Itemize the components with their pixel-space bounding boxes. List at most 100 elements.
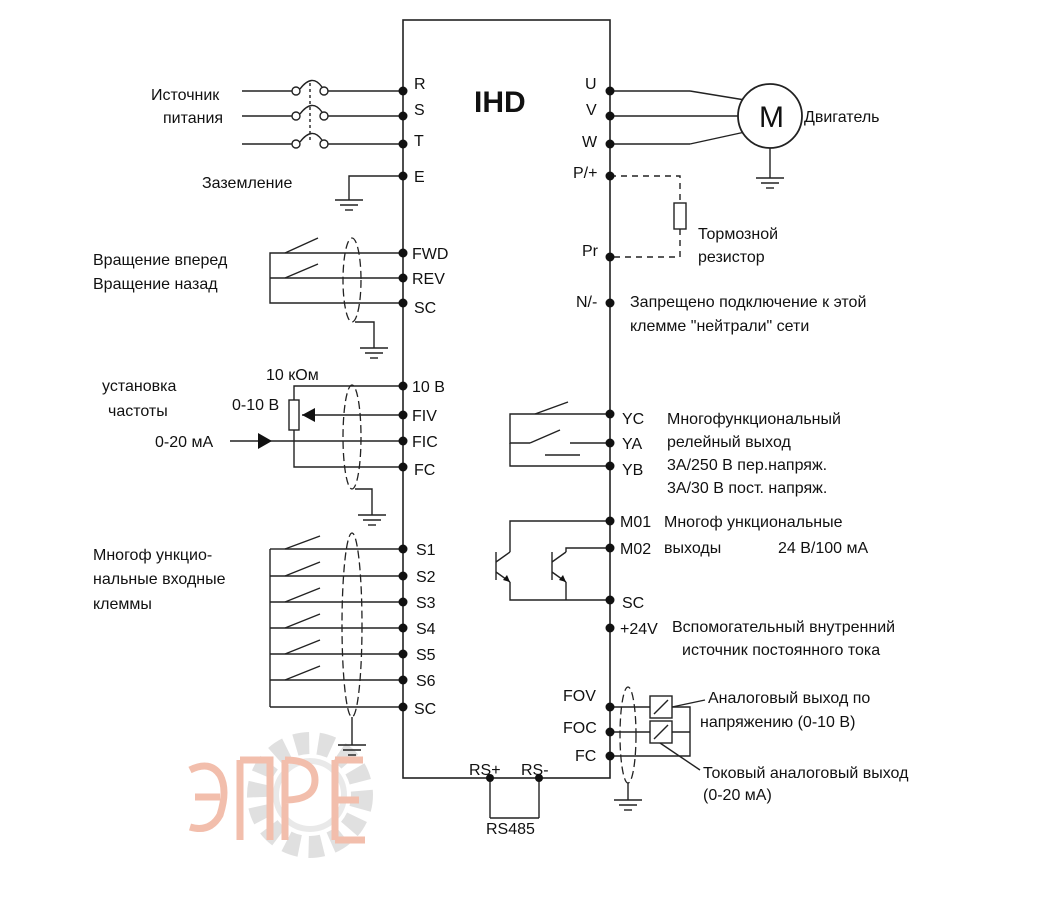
terminal-sc-2: SC	[414, 701, 436, 718]
label-motor: Двигатель	[804, 109, 880, 126]
power-input-group	[242, 79, 403, 149]
wiper-arrow	[302, 408, 315, 422]
label-aoc-1: Токовый аналоговый выход	[703, 765, 909, 782]
label-pot-r: 10 кОм	[266, 367, 319, 384]
switch-s6	[270, 665, 403, 681]
potentiometer	[288, 399, 300, 431]
terminal-s4: S4	[416, 621, 436, 638]
terminal-s6: S6	[416, 673, 436, 690]
terminal-fwd: FWD	[412, 246, 448, 263]
label-relay-3: 3A/250 В пер.напряж.	[667, 457, 827, 474]
relay-output-group	[509, 401, 610, 467]
brake-resistor-group	[610, 175, 687, 258]
fwd-rev-group	[269, 237, 403, 359]
terminal-fiv: FIV	[412, 408, 437, 425]
label-rs485: RS485	[486, 821, 535, 838]
terminal-e: E	[414, 169, 425, 186]
terminal-p: P/+	[573, 165, 597, 182]
terminal-foc: FOC	[563, 720, 597, 737]
watermark-logo	[188, 732, 373, 858]
terminal-n: N/-	[576, 294, 597, 311]
terminal-rev: REV	[412, 271, 445, 288]
label-freq-2: частоты	[108, 403, 168, 420]
switch-s5	[270, 639, 403, 655]
terminal-v: V	[586, 102, 597, 119]
watermark-letters	[188, 756, 365, 844]
terminal-yc: YC	[622, 411, 644, 428]
motor-letter: M	[759, 101, 784, 134]
terminal-fov: FOV	[563, 688, 596, 705]
digital-inputs-group	[269, 532, 403, 756]
label-inputs-2: нальные входные	[93, 571, 226, 588]
drive-body	[402, 19, 611, 779]
terminal-t: T	[414, 133, 424, 150]
label-aux-2: источник постоянного тока	[682, 642, 880, 659]
terminal-m02: M02	[620, 541, 651, 558]
terminal-sc-3: SC	[622, 595, 644, 612]
label-power-1: Источник	[151, 87, 220, 104]
label-inputs-1: Многоф ункцио-	[93, 547, 212, 564]
switch-s4	[270, 613, 403, 629]
label-mo-2: выходы	[664, 540, 721, 557]
label-aov-2: напряжению (0-10 В)	[700, 714, 855, 731]
shield-inputs	[341, 532, 363, 718]
label-neutral-2: клемме "нейтрали" сети	[630, 318, 809, 335]
label-relay-1: Многофункциональный	[667, 411, 841, 428]
shield-analog	[342, 384, 362, 490]
label-current-in: 0-20 мА	[155, 434, 213, 451]
label-aux-1: Вспомогательный внутренний	[672, 619, 895, 636]
label-freq-1: установка	[102, 378, 176, 395]
label-reverse: Вращение назад	[93, 276, 218, 293]
terminal-fc: FC	[414, 462, 435, 479]
terminal-fc-2: FC	[575, 748, 596, 765]
ground-e	[335, 175, 403, 211]
terminal-r: R	[414, 76, 426, 93]
breaker-t	[291, 132, 329, 149]
terminal-w: W	[582, 134, 598, 151]
terminal-pr: Pr	[582, 243, 599, 260]
terminal-u: U	[585, 76, 597, 93]
terminal-m01: M01	[620, 514, 651, 531]
switch-s3	[270, 587, 403, 603]
label-neutral-1: Запрещено подключение к этой	[630, 294, 866, 311]
terminal-yb: YB	[622, 462, 643, 479]
terminal-ya: YA	[622, 436, 642, 453]
label-mo-1: Многоф ункциональные	[664, 514, 843, 531]
brake-resistor	[673, 202, 687, 230]
switch-s2	[270, 561, 403, 577]
terminal-rs-plus: RS+	[469, 762, 501, 779]
label-relay-2: релейный выход	[667, 434, 792, 451]
terminal-10v: 10 В	[412, 379, 445, 396]
transistor-outputs-group	[495, 520, 610, 601]
terminal-s2: S2	[416, 569, 436, 586]
motor-group: M	[610, 83, 803, 189]
label-ground: Заземление	[202, 175, 292, 192]
label-power-2: питания	[163, 110, 223, 127]
analog-input-group	[230, 384, 403, 526]
terminal-s5: S5	[416, 647, 436, 664]
brand-title: IHD	[474, 86, 526, 119]
left-terminals	[398, 86, 408, 712]
terminal-24v: +24V	[620, 621, 658, 638]
label-pot-v: 0-10 В	[232, 397, 279, 414]
rs485-group	[486, 774, 543, 819]
analog-outputs-group	[610, 686, 706, 811]
terminal-s3: S3	[416, 595, 436, 612]
label-aov-1: Аналоговый выход по	[708, 690, 870, 707]
watermark-gear	[247, 732, 373, 858]
shield-analog-out	[619, 686, 637, 784]
label-inputs-3: клеммы	[93, 596, 152, 613]
terminal-s: S	[414, 102, 425, 119]
breaker-r	[291, 79, 329, 96]
label-mo-3: 24 В/100 мА	[778, 540, 869, 557]
current-input-arrow	[258, 433, 272, 449]
terminal-rs-minus: RS-	[521, 762, 549, 779]
terminal-fic: FIC	[412, 434, 438, 451]
label-relay-4: 3A/30 В пост. напряж.	[667, 480, 827, 497]
label-aoc-2: (0-20 мА)	[703, 787, 772, 804]
label-brake-1: Тормозной	[698, 226, 778, 243]
shield-fwd	[342, 237, 362, 323]
right-terminals	[605, 86, 615, 761]
terminal-sc-1: SC	[414, 300, 436, 317]
